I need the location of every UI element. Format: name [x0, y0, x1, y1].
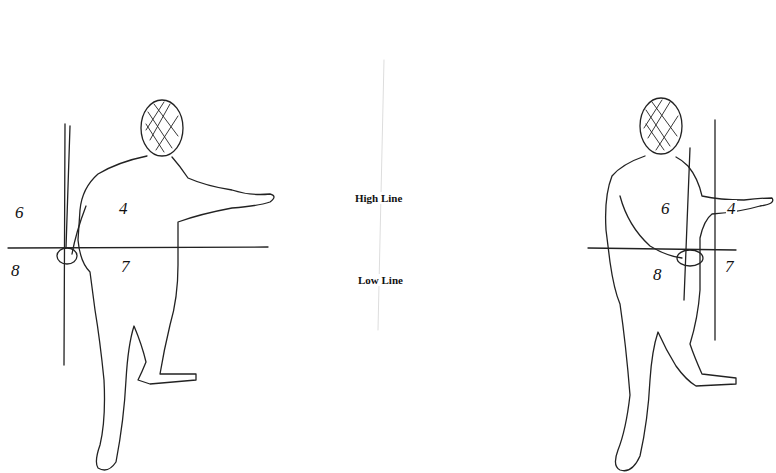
callout-number: 7 [724, 258, 735, 277]
callout-number: 6 [14, 204, 25, 223]
callout-number: 4 [118, 200, 129, 219]
line-label: High Line [354, 192, 403, 204]
callout-number: 8 [10, 262, 21, 281]
left-fencer [8, 100, 274, 470]
callout-number: 6 [660, 200, 671, 219]
line-label: Low Line [357, 274, 404, 286]
callout-number: 7 [120, 258, 131, 277]
callout-number: 8 [652, 266, 663, 285]
right-fencer [588, 98, 773, 471]
callout-number: 4 [726, 200, 737, 219]
